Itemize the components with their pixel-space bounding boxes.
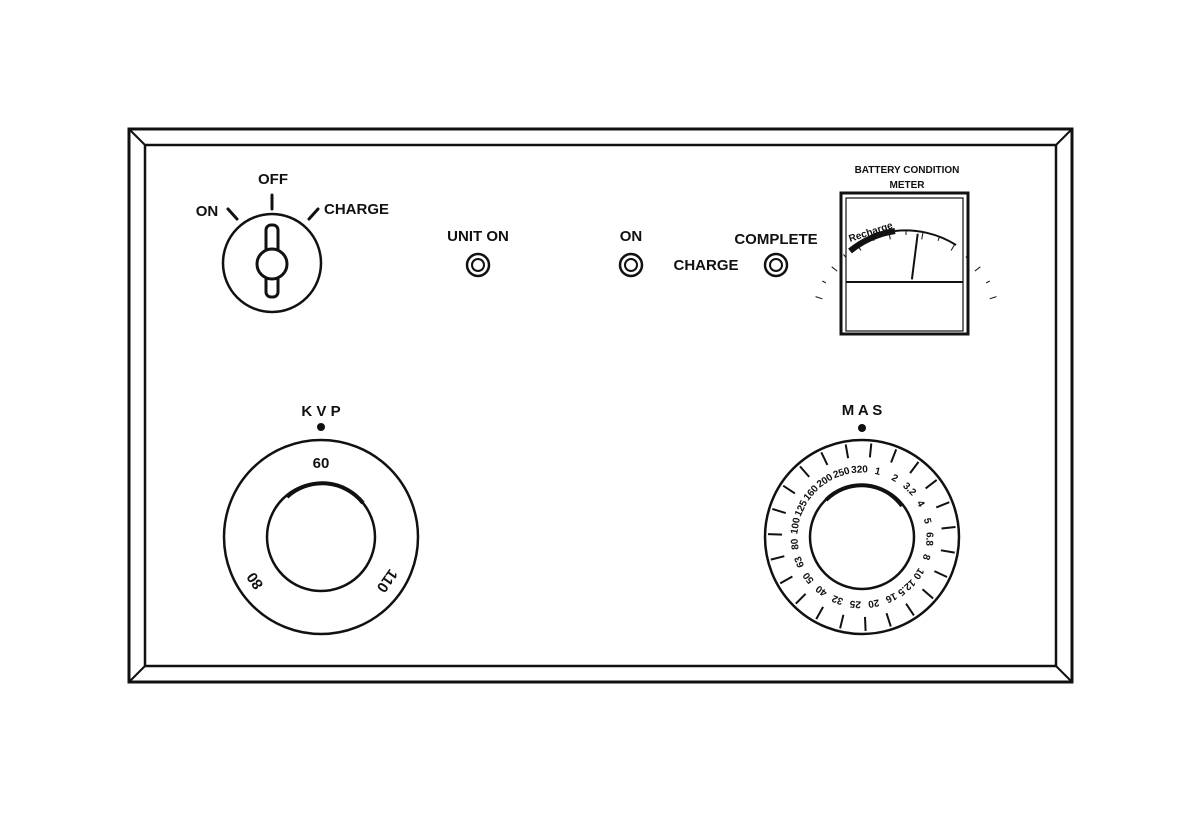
key-switch-on-label: ON	[196, 203, 219, 220]
mas-mark: 100	[789, 516, 803, 535]
mas-mark: 32	[830, 592, 845, 606]
indicator-unit-on: UNIT ON	[447, 228, 509, 278]
indicator-charge-on: ON	[618, 228, 644, 278]
battery-meter-title-line2: METER	[890, 180, 926, 191]
meter-scale-arc	[894, 229, 957, 246]
meter-tick	[965, 254, 969, 258]
kvp-mark-80: 80	[244, 569, 267, 592]
mas-tick	[933, 570, 948, 578]
kvp-dial[interactable]: K V P 60 110 80	[222, 403, 420, 636]
mas-tick	[767, 533, 783, 536]
mas-tick	[921, 588, 934, 600]
mas-tick	[924, 479, 938, 490]
key-switch[interactable]: OFF ON CHARGE	[196, 171, 389, 314]
mas-tick	[839, 614, 845, 629]
meter-tick	[843, 254, 847, 258]
mas-tick	[799, 465, 810, 478]
kvp-index-dot	[317, 423, 325, 431]
mas-tick	[890, 449, 898, 463]
meter-tick	[985, 280, 990, 284]
battery-condition-meter: BATTERY CONDITION METER Recharge	[815, 165, 997, 336]
kvp-label: K V P	[301, 403, 340, 420]
kvp-mark-60: 60	[313, 455, 330, 472]
mas-tick	[940, 549, 955, 554]
mas-mark: 20	[867, 596, 880, 609]
mas-tick	[779, 575, 793, 585]
meter-tick	[888, 232, 891, 240]
meter-tick	[822, 280, 827, 284]
meter-recharge-arc	[848, 228, 896, 254]
mas-mark: 80	[789, 538, 801, 551]
mas-tick	[868, 443, 873, 458]
meter-scale-ticks	[815, 231, 997, 300]
mas-mark: 8	[920, 553, 932, 562]
mas-tick	[941, 526, 956, 530]
meter-tick	[950, 244, 956, 251]
mas-mark: 25	[849, 597, 862, 609]
mas-mark: 5	[921, 517, 933, 525]
meter-tick	[831, 266, 838, 272]
mas-tick	[782, 484, 796, 495]
mas-tick	[935, 501, 950, 509]
mas-tick	[905, 603, 915, 616]
key-icon	[255, 223, 289, 299]
meter-tick	[872, 236, 875, 241]
battery-meter-title-line1: BATTERY CONDITION	[855, 165, 960, 176]
mas-mark: 6.8	[923, 532, 934, 547]
mas-tick	[864, 616, 867, 631]
mas-mark: 63	[793, 554, 807, 569]
meter-tick	[921, 232, 924, 240]
meter-tick	[989, 296, 997, 300]
mas-scale-ticks	[767, 443, 956, 631]
mas-mark: 16	[883, 590, 898, 605]
key-switch-off-label: OFF	[258, 171, 288, 188]
key-switch-position-ticks	[226, 193, 320, 221]
meter-tick	[815, 296, 823, 300]
mas-label: M A S	[842, 402, 883, 419]
mas-tick	[795, 593, 807, 605]
mas-mark: 1	[874, 466, 882, 478]
mas-tick	[820, 451, 829, 466]
meter-tick	[856, 244, 862, 251]
mas-mark: 250	[832, 465, 852, 481]
meter-tick	[937, 236, 940, 241]
mas-tick	[909, 461, 920, 474]
mas-tick	[772, 507, 786, 515]
mas-index-dot	[858, 424, 866, 432]
unit-on-label: UNIT ON	[447, 228, 509, 245]
mas-tick	[770, 555, 785, 561]
charge-label: CHARGE	[673, 257, 738, 274]
indicator-charge-complete: COMPLETE	[734, 231, 818, 278]
panel-frame	[127, 127, 1074, 684]
charge-on-label: ON	[620, 228, 643, 245]
mas-mark: 320	[851, 464, 869, 476]
mas-tick	[815, 606, 824, 620]
meter-needle	[910, 233, 919, 280]
meter-tick	[974, 266, 981, 272]
mas-mark: 2	[889, 472, 900, 485]
charge-complete-label: COMPLETE	[734, 231, 817, 248]
mas-mark: 4	[914, 499, 927, 510]
key-switch-charge-label: CHARGE	[324, 201, 389, 218]
mas-tick	[844, 444, 850, 459]
mas-tick	[885, 612, 892, 627]
